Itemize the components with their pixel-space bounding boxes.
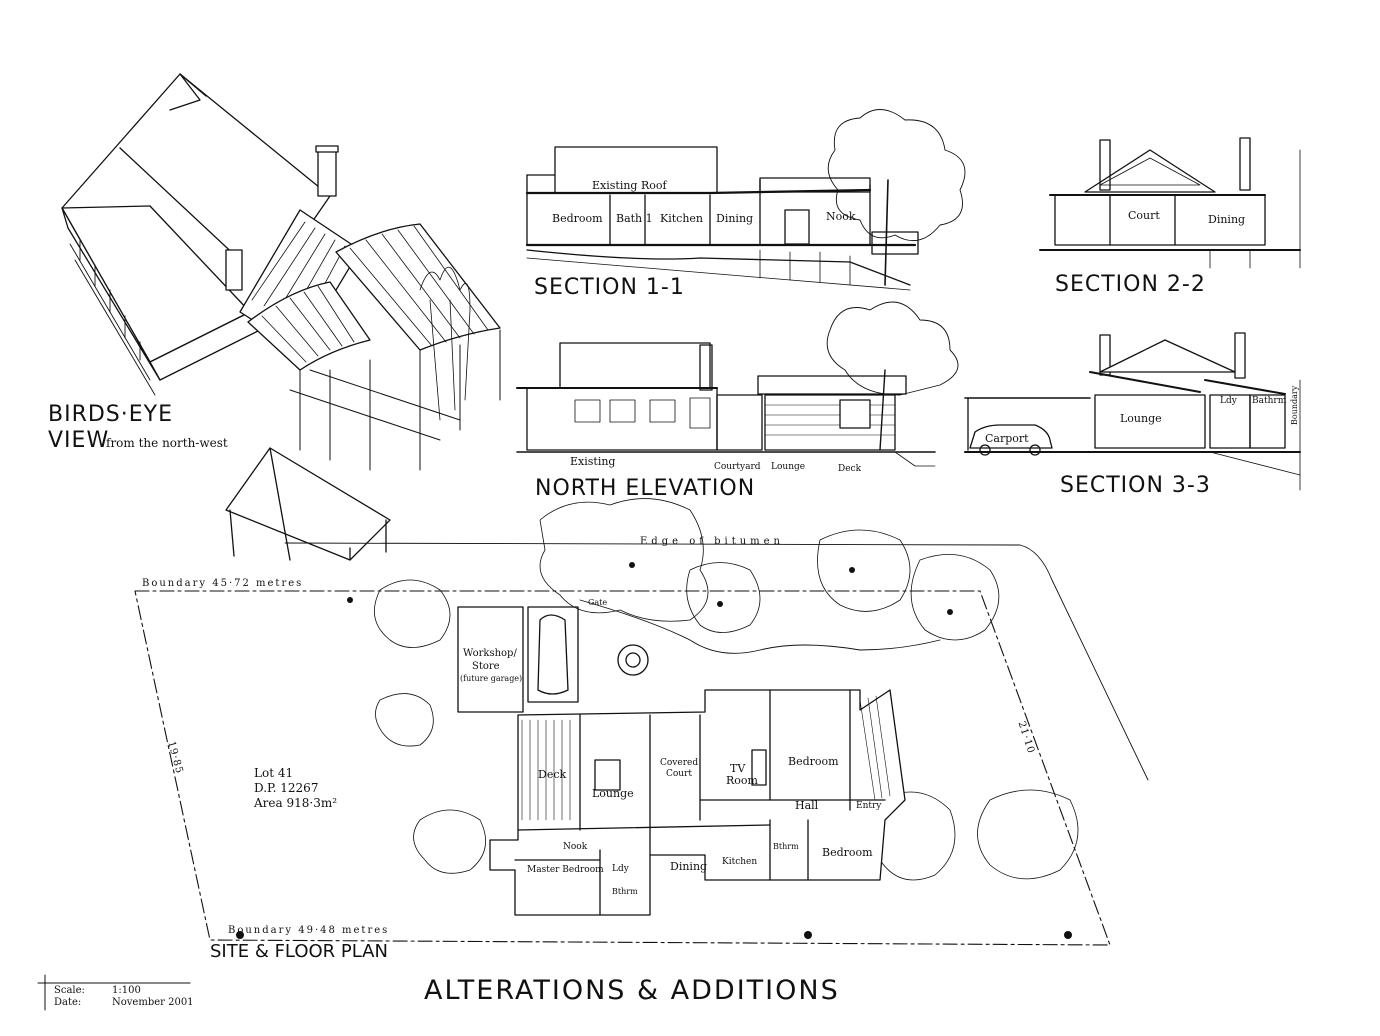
- plan-kitchen: Kitchen: [722, 857, 758, 867]
- section-1-1-drawing: [527, 109, 965, 290]
- s3-ldy: Ldy: [1220, 396, 1237, 406]
- section-2-2-drawing: [1040, 138, 1300, 268]
- plan-deck: Deck: [538, 768, 567, 781]
- plan-lot-number: Lot 41: [254, 766, 294, 780]
- site-plan-title: SITE & FLOOR PLAN: [210, 941, 388, 962]
- plan-covered-1: Covered: [660, 758, 699, 768]
- plan-ldy: Ldy: [612, 864, 629, 874]
- north-elevation-drawing: [517, 302, 958, 466]
- plan-edge-bitumen: Edge of bitumen: [640, 536, 784, 547]
- sheet-title: ALTERATIONS & ADDITIONS: [424, 975, 840, 1006]
- s1-bedroom: Bedroom: [552, 212, 603, 225]
- birds-eye-title-line2: VIEW: [48, 428, 110, 453]
- s3-lounge: Lounge: [1120, 412, 1162, 425]
- plan-boundary-top: Boundary 45·72 metres: [142, 578, 304, 589]
- s3-boundary: Boundary: [1290, 385, 1299, 425]
- birds-eye-subtitle: from the north-west: [106, 436, 228, 450]
- plan-bedroom-1: Bedroom: [788, 755, 839, 768]
- section-1-title: SECTION 1-1: [534, 275, 685, 300]
- section-3-title: SECTION 3-3: [1060, 473, 1211, 498]
- plan-bedroom-2: Bedroom: [822, 846, 873, 859]
- s1-bath: Bath 1: [616, 212, 653, 225]
- plan-bthrm-1: Bthrm: [612, 887, 638, 896]
- plan-deposited-plan: D.P. 12267: [254, 781, 319, 795]
- plan-hall: Hall: [795, 799, 819, 812]
- plan-dining: Dining: [670, 860, 708, 873]
- plan-lot-area: Area 918·3m²: [254, 796, 338, 810]
- plan-entry: Entry: [856, 801, 882, 811]
- plan-nook: Nook: [563, 842, 588, 852]
- elev-courtyard: Courtyard: [714, 462, 761, 472]
- plan-tv-1: TV: [730, 762, 746, 775]
- north-elevation-title: NORTH ELEVATION: [535, 476, 756, 501]
- plan-covered-2: Court: [666, 769, 693, 779]
- plan-tv-2: Room: [726, 774, 758, 787]
- plan-lounge: Lounge: [592, 787, 634, 800]
- s3-carport: Carport: [985, 432, 1029, 445]
- site-plan-drawing: [135, 499, 1148, 945]
- section-3-3-drawing: [965, 333, 1300, 490]
- s1-nook: Nook: [826, 210, 856, 223]
- section-2-title: SECTION 2-2: [1055, 272, 1206, 297]
- scale-value: 1:100: [112, 985, 141, 996]
- date-value: November 2001: [112, 997, 194, 1008]
- birds-eye-view-drawing: [62, 74, 500, 560]
- s2-dining: Dining: [1208, 213, 1246, 226]
- elev-existing: Existing: [570, 455, 616, 468]
- birds-eye-title-line1: BIRDS·EYE: [48, 402, 174, 427]
- s1-dining: Dining: [716, 212, 754, 225]
- elev-lounge: Lounge: [771, 462, 806, 472]
- plan-workshop-1: Workshop/: [463, 648, 517, 659]
- plan-master-bedroom: Master Bedroom: [527, 865, 604, 875]
- scale-label: Scale:: [54, 985, 85, 996]
- plan-workshop-3: (future garage): [460, 674, 523, 683]
- plan-boundary-bottom: Boundary 49·48 metres: [228, 925, 390, 936]
- s1-existing-roof: Existing Roof: [592, 179, 667, 192]
- plan-workshop-2: Store: [472, 661, 500, 672]
- elev-deck: Deck: [838, 464, 862, 474]
- date-label: Date:: [54, 997, 82, 1008]
- s2-court: Court: [1128, 209, 1160, 222]
- plan-bthrm-2: Bthrm: [773, 842, 799, 851]
- title-block-lines: [38, 975, 190, 1010]
- s1-kitchen: Kitchen: [660, 212, 703, 225]
- plan-gate: Gate: [588, 598, 608, 607]
- s3-bathrm: Bathrm: [1252, 396, 1287, 406]
